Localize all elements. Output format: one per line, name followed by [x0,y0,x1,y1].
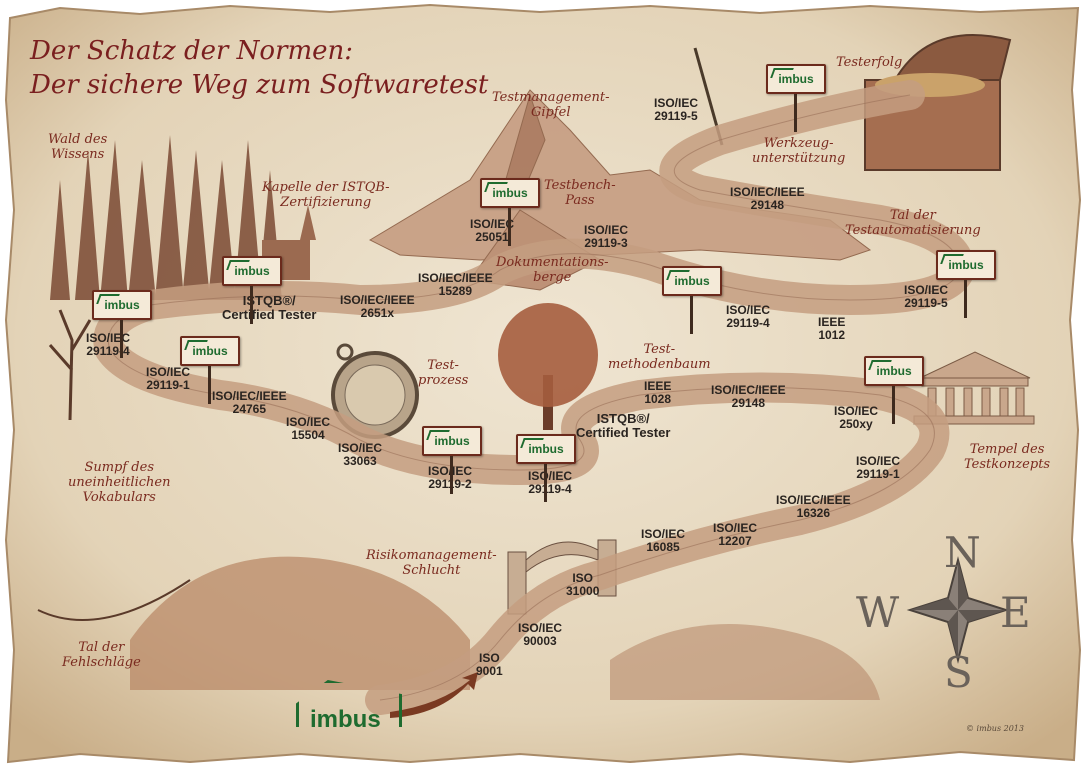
compass-north-label: N [944,528,981,577]
imbus-signpost: imbus [662,266,722,334]
rope-bridge [37,579,191,621]
place-testprozess: Test-prozess [418,358,469,388]
place-werkzeugunterstuetzung: Werkzeug-unterstützung [752,136,846,166]
place-risikomanagement-schlucht: Risikomanagement-Schlucht [366,548,497,578]
start-arrow [390,672,478,718]
place-dokumentationsberge: Dokumentations-berge [496,255,609,285]
grassy-hills [130,556,470,690]
map-title-line2: Der sichere Weg zum Softwaretest [30,70,489,100]
place-testerfolg: Testerfolg [836,55,903,70]
standard-label: ISTQB®/Certified Tester [222,293,317,322]
place-testmanagement-gipfel: Testmanagement-Gipfel [492,90,610,120]
compass-rose-icon [906,556,1010,664]
place-kapelle: Kapelle der ISTQB-Zertifizierung [262,180,390,210]
imbus-signpost: imbus [936,250,996,318]
copyright-note: © imbus 2013 [966,724,1024,733]
imbus-signpost: imbus [864,356,924,424]
method-tree [498,303,598,430]
place-testbench-pass: Testbench-Pass [544,178,616,208]
imbus-signpost: imbus [180,336,240,404]
imbus-signpost: imbus [766,64,826,132]
imbus-signpost: imbus [422,426,482,494]
imbus-signpost: imbus [222,256,282,324]
swamp-tree [48,309,92,421]
compass-south-label: S [944,648,973,697]
winding-road-edge [108,94,961,701]
imbus-logo: imbus [288,672,408,733]
compass-east-label: E [1000,588,1031,637]
compass-west-label: W [856,588,900,637]
imbus-signpost: imbus [92,290,152,358]
right-hill [610,624,880,700]
imbus-signpost: imbus [516,434,576,502]
imbus-signpost: imbus [480,178,540,246]
standard-label: ISTQB®/Certified Tester [576,411,671,440]
map-title-line1: Der Schatz der Normen: [30,36,354,66]
place-testmethodenbaum: Test-methodenbaum [608,342,711,372]
compass-prop [331,343,419,439]
